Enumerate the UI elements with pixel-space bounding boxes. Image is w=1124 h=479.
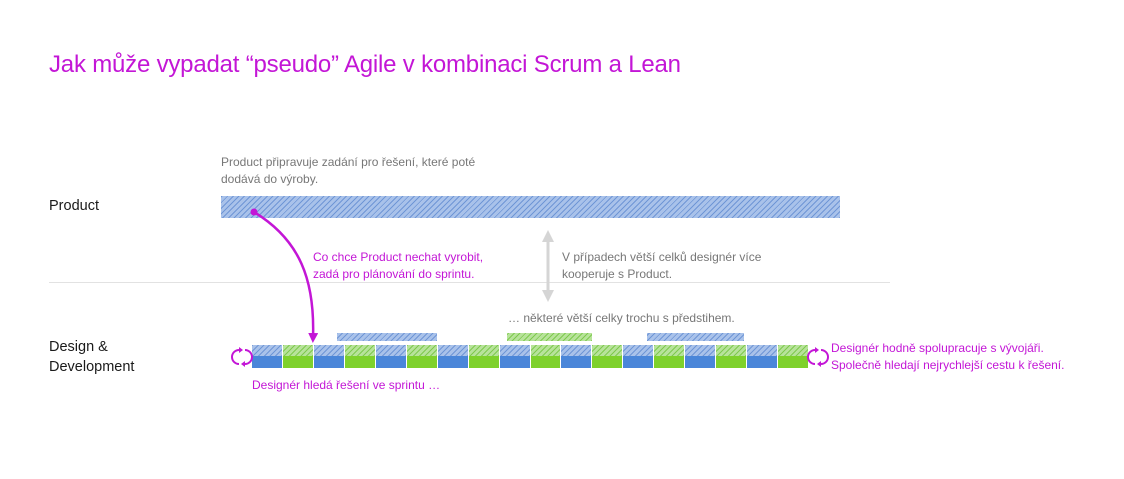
sprint-design-cell: [252, 345, 282, 356]
sprint-dev-cell: [592, 356, 622, 368]
sprint-design-cell: [685, 345, 715, 356]
note-line: Společně hledají nejrychlejší cestu k ře…: [831, 358, 1065, 372]
sprint-design-cell: [531, 345, 560, 356]
sprint-design-cell: [407, 345, 437, 356]
sprint-dev-cell: [531, 356, 560, 368]
note-line: kooperuje s Product.: [562, 267, 673, 281]
sprint-design-cell: [438, 345, 468, 356]
sprint-dev-cell: [345, 356, 375, 368]
sprint-dev-cell: [654, 356, 684, 368]
cycle-arrows-icon: [231, 347, 253, 367]
sprint-dev-cell: [252, 356, 282, 368]
sprint-dev-cell: [685, 356, 715, 368]
sprint-design-cell: [561, 345, 591, 356]
sprint-dev-cell: [778, 356, 808, 368]
ahead-block-blue: [647, 333, 744, 341]
lane-label-product: Product: [49, 198, 99, 214]
sprint-dev-cell: [469, 356, 499, 368]
curved-arrow-icon: [250, 208, 319, 343]
sprint-design-cell: [623, 345, 653, 356]
sprint-dev-cell: [716, 356, 746, 368]
handoff-note: Co chce Product nechat vyrobit, zadá pro…: [313, 249, 483, 283]
lane-divider: [49, 282, 890, 283]
sprint-dev-cell: [314, 356, 344, 368]
sprint-dev-cell: [561, 356, 591, 368]
designer-sprint-note: Designér hledá řešení ve sprintu …: [252, 378, 441, 392]
cycle-arrows-icon: [807, 347, 829, 367]
sprint-design-cell: [345, 345, 375, 356]
sprint-design-cell: [778, 345, 808, 356]
sprint-design-cell: [314, 345, 344, 356]
designer-developer-note: Designér hodně spolupracuje s vývojáři. …: [831, 340, 1064, 374]
ahead-note: … některé větší celky trochu s předstihe…: [508, 311, 735, 325]
sprint-design-cell: [500, 345, 530, 356]
sprint-design-cell: [376, 345, 406, 356]
sprint-design-cell: [716, 345, 746, 356]
sprint-row: [252, 345, 809, 368]
note-line: Designér hodně spolupracuje s vývojáři.: [831, 341, 1044, 355]
sprint-design-cell: [592, 345, 622, 356]
sprint-design-cell: [747, 345, 777, 356]
lane-label-design-development: Design & Development: [49, 337, 134, 377]
sprint-design-cell: [469, 345, 499, 356]
ahead-block-blue: [337, 333, 437, 341]
note-line: Product připravuje zadání pro řešení, kt…: [221, 155, 476, 169]
note-line: V případech větší celků designér více: [562, 250, 762, 264]
sprint-design-cell: [283, 345, 313, 356]
product-description: Product připravuje zadání pro řešení, kt…: [221, 154, 475, 188]
product-work-bar: [221, 196, 840, 218]
sprint-dev-cell: [747, 356, 777, 368]
cooperation-note: V případech větší celků designér více ko…: [562, 249, 761, 283]
note-line: dodává do výroby.: [221, 172, 319, 186]
sprint-dev-cell: [376, 356, 406, 368]
sprint-dev-cell: [407, 356, 437, 368]
note-line: zadá pro plánování do sprintu.: [313, 267, 475, 281]
sprint-dev-cell: [283, 356, 313, 368]
page-title: Jak může vypadat “pseudo” Agile v kombin…: [49, 51, 681, 78]
sprint-dev-cell: [623, 356, 653, 368]
sprint-dev-cell: [438, 356, 468, 368]
ahead-block-green: [507, 333, 592, 341]
sprint-dev-cell: [500, 356, 530, 368]
note-line: Co chce Product nechat vyrobit,: [313, 250, 484, 264]
sprint-design-cell: [654, 345, 684, 356]
lane-label-line: Design &: [49, 339, 108, 355]
lane-label-line: Development: [49, 359, 135, 375]
